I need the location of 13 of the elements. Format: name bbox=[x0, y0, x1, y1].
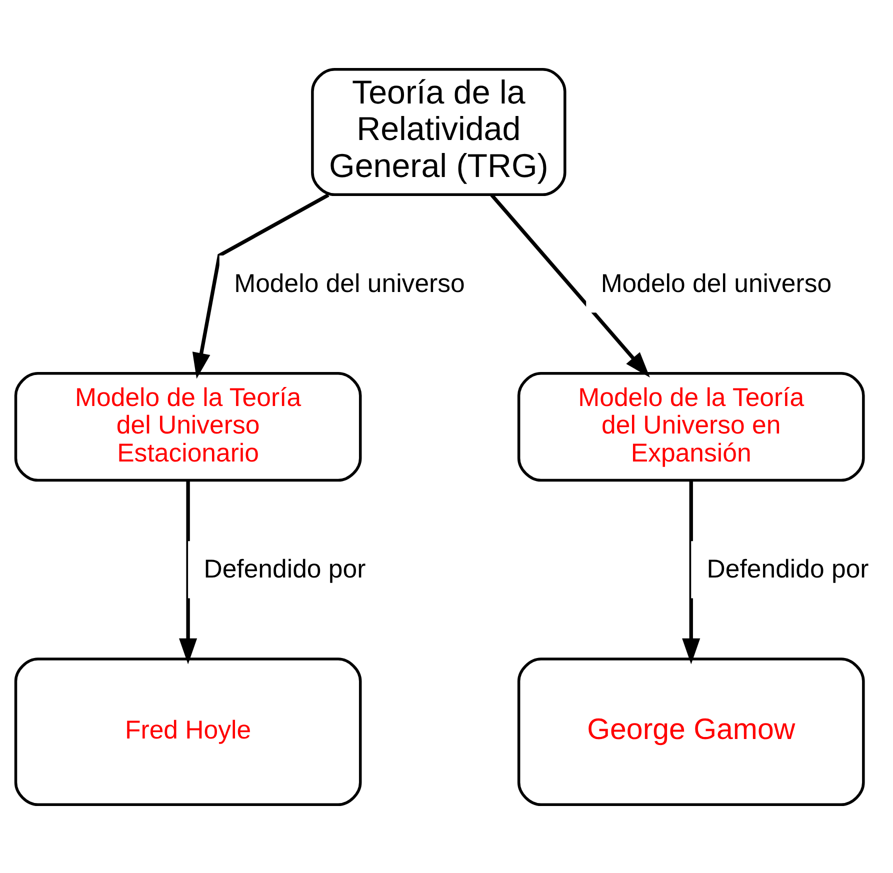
edge-label: Defendido por bbox=[204, 554, 366, 583]
edge-label: Modelo del universo bbox=[600, 269, 832, 298]
edge-label: Modelo del universo bbox=[234, 269, 465, 298]
node-box: George Gamow bbox=[517, 657, 865, 806]
arrow bbox=[192, 192, 330, 378]
edge-label: Defendido por bbox=[706, 554, 869, 583]
node-box: Teoría de la Relatividad General (TRG) bbox=[311, 67, 566, 196]
node-box: Fred Hoyle bbox=[14, 657, 362, 806]
arrow bbox=[682, 480, 700, 664]
node-box: Modelo de la Teoría del Universo en Expansión bbox=[517, 372, 865, 482]
arrow bbox=[179, 480, 198, 664]
node-box: Modelo de la Teoría del Universo Estacionario bbox=[14, 372, 362, 482]
arrow bbox=[490, 193, 650, 378]
